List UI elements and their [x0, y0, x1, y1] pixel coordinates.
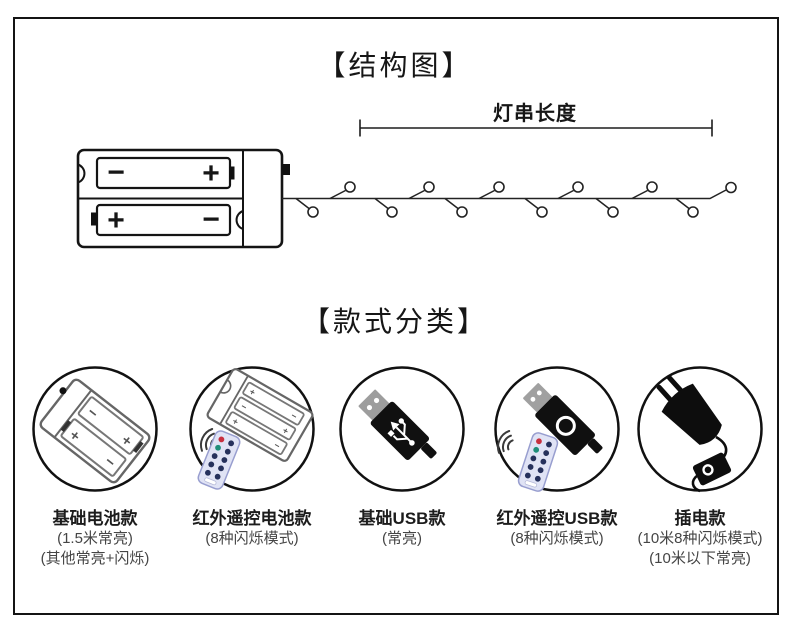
category-name: 红外遥控USB款	[496, 509, 618, 528]
category-title: 【款式分类】	[301, 306, 488, 337]
battery-terminal-nub	[229, 166, 235, 180]
controller-box	[692, 452, 732, 486]
power-cord	[691, 473, 701, 493]
category-detail: (1.5米常亮)	[57, 530, 133, 547]
category-detail: (10米以下常亮)	[649, 550, 751, 567]
power-switch-tab	[282, 164, 290, 175]
usb-trident-symbol	[392, 421, 413, 444]
usb-plug-icon	[339, 366, 465, 492]
diagram-border-frame	[13, 17, 779, 615]
battery-minus-sign: −	[107, 156, 125, 189]
power-plug-icon	[637, 366, 763, 493]
battery-plus-sign: +	[281, 425, 291, 436]
battery-plus-sign: +	[107, 204, 125, 237]
battery-minus-sign: −	[202, 203, 220, 236]
category-name: 基础USB款	[358, 509, 446, 528]
category-item-remote-usb: 红外遥控USB款 (8种闪烁模式)	[477, 365, 637, 549]
remote-battery-icon: + − − + + −	[189, 366, 315, 492]
category-item-remote-battery: + − − + + − 红外遥控电池款 (8	[172, 365, 332, 549]
bulbs-lower	[307, 206, 699, 218]
category-item-basic-battery: − + + − 基础电池款 (1.5米常亮) (其他常亮+闪烁)	[15, 365, 175, 569]
category-detail: (10米8种闪烁模式)	[637, 530, 763, 547]
ir-remote	[517, 432, 559, 492]
string-lights	[282, 181, 737, 218]
battery-spring	[77, 163, 86, 184]
battery-spring	[235, 210, 244, 230]
battery-box-icon: − + + −	[32, 366, 158, 492]
category-detail: (8种闪烁模式)	[510, 530, 604, 547]
category-name: 红外遥控电池款	[192, 509, 312, 528]
battery-plus-sign: +	[202, 157, 220, 190]
battery-plus-sign: +	[248, 386, 258, 397]
remote-usb-icon	[494, 366, 620, 492]
battery-terminal-nub	[91, 212, 97, 226]
category-name: 基础电池款	[52, 509, 138, 528]
bulbs-upper	[344, 181, 737, 194]
mode-button-ring	[555, 415, 576, 436]
ir-signal-waves	[496, 430, 514, 454]
length-measure-line	[359, 119, 713, 137]
battery-minus-sign: −	[239, 401, 249, 412]
structure-title: 【结构图】	[317, 50, 473, 81]
category-detail: (8种闪烁模式)	[205, 530, 299, 547]
ir-remote	[197, 430, 241, 490]
category-detail: (其他常亮+闪烁)	[40, 550, 150, 567]
battery-minus-sign: −	[272, 440, 282, 451]
category-item-basic-usb: 基础USB款 (常亮)	[322, 365, 482, 549]
battery-box: − + + −	[76, 148, 290, 249]
category-item-plug-in: 插电款 (10米8种闪烁模式) (10米以下常亮)	[620, 365, 780, 569]
string-length-label: 灯串长度	[493, 101, 577, 125]
battery-plus-sign: +	[231, 416, 241, 427]
category-detail: (常亮)	[382, 530, 422, 547]
category-name: 插电款	[674, 509, 726, 528]
battery-minus-sign: −	[289, 410, 299, 421]
